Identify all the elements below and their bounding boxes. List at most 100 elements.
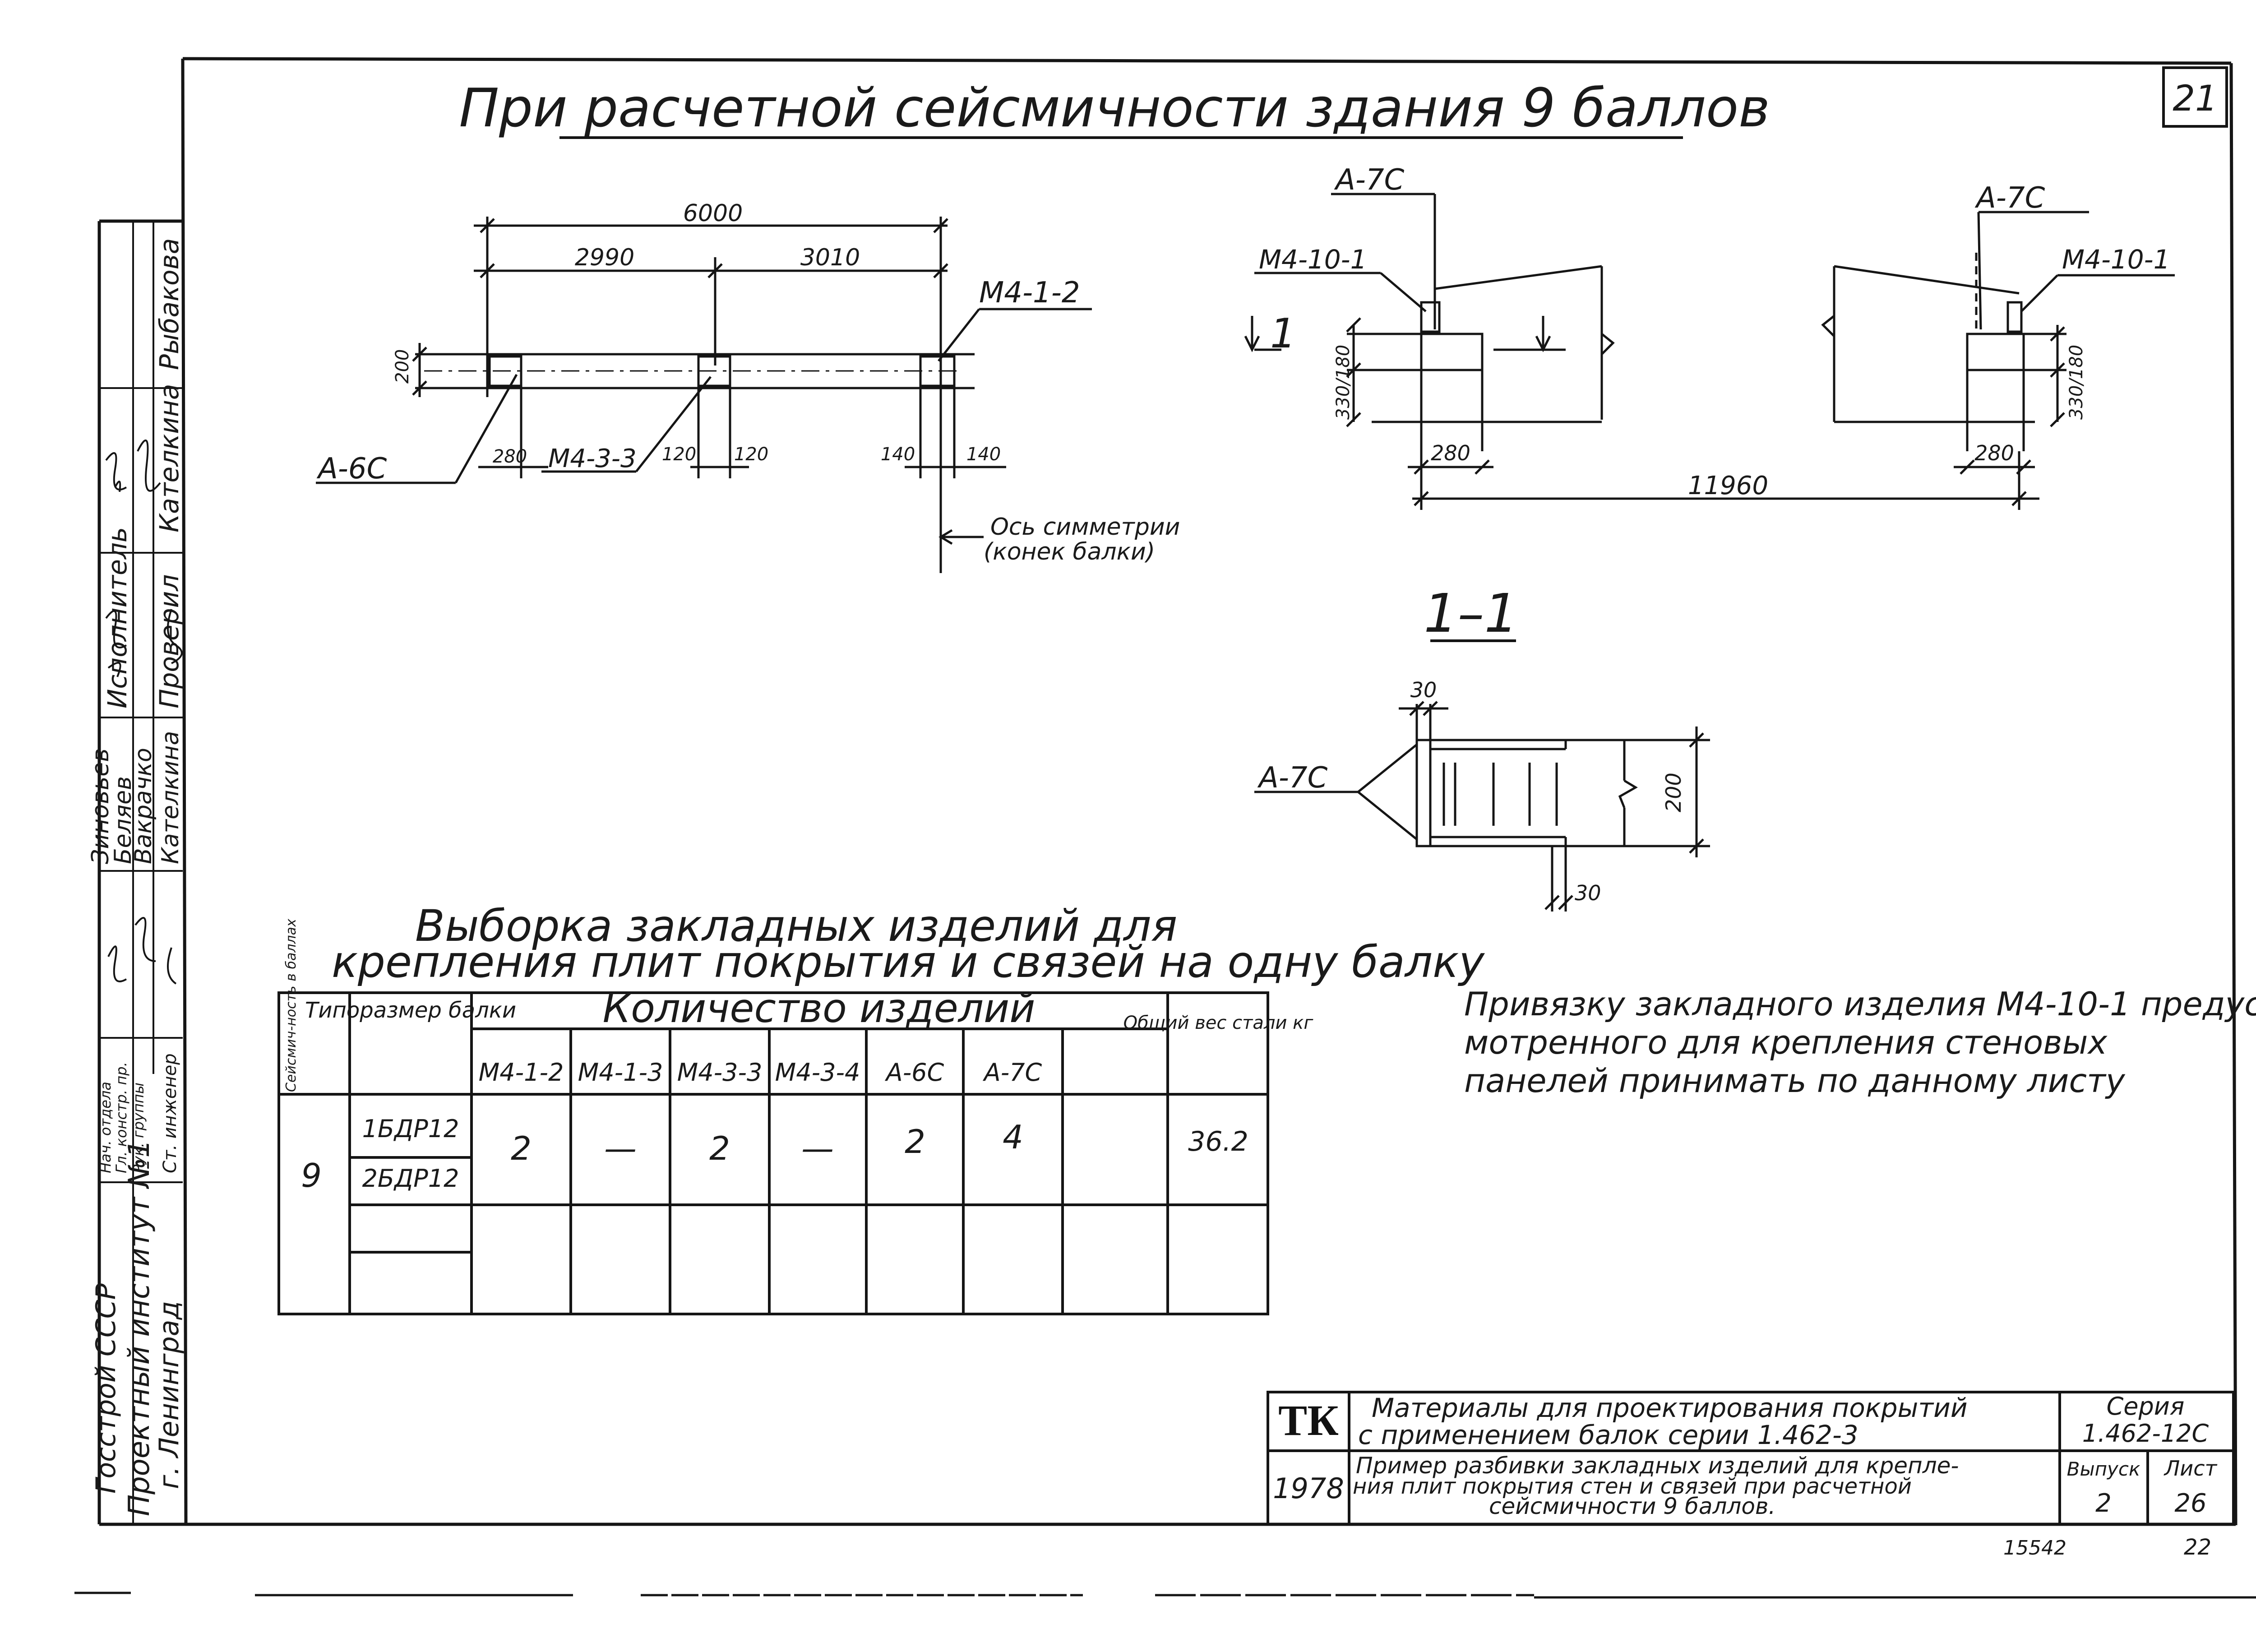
dim-span: 11960 xyxy=(1688,471,1768,500)
dim-30-bottom: 30 xyxy=(1575,881,1601,905)
cell-m4-1-2: 2 xyxy=(511,1129,532,1167)
tb-issue-value: 2 xyxy=(2095,1489,2112,1518)
tb-issue-label: Выпуск xyxy=(2067,1458,2140,1480)
cell-m4-3-3: 2 xyxy=(709,1129,730,1167)
side-stamp: Рыбакова Кателкина Проверил Исполнитель … xyxy=(87,221,185,1524)
dim-120-b: 120 xyxy=(734,444,768,465)
cell-type-1: 1БДР12 xyxy=(362,1115,459,1143)
title-block: ТК Материалы для проектирования покрытий… xyxy=(1267,1391,2235,1526)
table-title-2: крепления плит покрытия и связей на одну… xyxy=(332,937,1485,987)
cell-m4-3-4: — xyxy=(801,1129,834,1167)
axis-label-1: Ось симметрии xyxy=(990,514,1180,541)
col-m4-1-2: М4-1-2 xyxy=(479,1058,564,1087)
sheet-number-box: 21 xyxy=(2162,66,2228,128)
cell-a-7c: 4 xyxy=(1003,1118,1023,1156)
title-text: При расчетной сейсмичности здания 9 балл… xyxy=(459,77,1770,139)
stamp-role-4: Ст. инженер xyxy=(160,1053,180,1173)
label-a-7c-left: А-7С xyxy=(1334,163,1405,197)
dim-30-top: 30 xyxy=(1410,678,1437,702)
note-line-1: Привязку закладного изделия М4-10-1 пред… xyxy=(1464,985,2256,1023)
stamp-name-2: Беляев xyxy=(110,776,137,864)
dim-total: 6000 xyxy=(683,200,743,227)
cell-a-6c: 2 xyxy=(905,1123,925,1161)
note-line-2: мотренного для крепления стеновых xyxy=(1464,1023,2108,1061)
label-m4-1-2: М4-1-2 xyxy=(979,276,1080,310)
col-a-6c: А-6С xyxy=(885,1058,944,1087)
label-a-7c-section: А-7С xyxy=(1257,761,1328,795)
col-m4-3-4: М4-3-4 xyxy=(775,1058,860,1087)
footer-code: 15542 xyxy=(2003,1536,2066,1559)
cell-weight: 36.2 xyxy=(1188,1126,1248,1157)
dim-120-a: 120 xyxy=(662,444,696,465)
col-seismic: Сейсмич-ность в баллах xyxy=(283,919,299,1092)
stamp-org-3: г. Ленинград xyxy=(153,1301,185,1489)
section-title: 1–1 xyxy=(1424,582,1518,644)
stamp-name-top-1: Рыбакова xyxy=(154,238,185,370)
footer: 15542 22 xyxy=(74,1535,2256,1599)
stamp-name-4: Кателкина xyxy=(157,731,184,864)
beam-elevation-right: А-7С М4-10-1 330/180 280 xyxy=(1821,181,2175,510)
col-a-7c: А-7С xyxy=(983,1058,1042,1087)
stamp-org-1: Госстрой СССР xyxy=(90,1283,122,1494)
stamp-name-1: Зиновьев xyxy=(87,748,114,864)
col-m4-1-3: М4-1-3 xyxy=(578,1058,663,1087)
dim-280-right: 280 xyxy=(1974,441,2014,465)
tb-year: 1978 xyxy=(1273,1472,1344,1505)
signature-2 xyxy=(105,609,183,677)
parts-table: Выборка закладных изделий для крепления … xyxy=(277,901,1485,1315)
stamp-checked: Проверил xyxy=(154,574,185,708)
note: Привязку закладного изделия М4-10-1 пред… xyxy=(1464,985,2256,1100)
tb-sheet-value: 26 xyxy=(2174,1489,2206,1518)
dim-left: 2990 xyxy=(575,244,634,271)
dim-height: 200 xyxy=(392,349,413,384)
label-m4-10-1-left: М4-10-1 xyxy=(1259,244,1367,275)
stamp-name-top-2: Кателкина xyxy=(154,384,185,532)
cell-type-2: 2БДР12 xyxy=(362,1164,459,1193)
tb-sheet-desc-2: ния плит покрытия стен и связей при расч… xyxy=(1353,1474,1912,1499)
footer-page: 22 xyxy=(2184,1535,2211,1560)
beam-plan-view: 6000 2990 3010 200 280 120 120 140 140 М… xyxy=(316,200,1180,573)
tb-desc-2: с применением балок серии 1.462-3 xyxy=(1358,1420,1858,1450)
dim-right: 3010 xyxy=(800,244,860,271)
dim-280-left: 280 xyxy=(1431,441,1470,465)
signature-3 xyxy=(107,917,177,985)
label-a-7c-right: А-7С xyxy=(1974,181,2045,215)
col-qty-group: Количество изделий xyxy=(603,985,1036,1032)
tb-desc-1: Материалы для проектирования покрытий xyxy=(1372,1393,1968,1423)
signature-1 xyxy=(105,440,161,492)
label-m4-3-3: М4-3-3 xyxy=(548,444,637,473)
cell-seismic: 9 xyxy=(301,1157,322,1194)
cell-m4-1-3: — xyxy=(604,1129,637,1167)
dim-330-180-left: 330/180 xyxy=(1333,345,1354,420)
table-title-1: Выборка закладных изделий для xyxy=(415,901,1177,951)
label-m4-10-1-right: М4-10-1 xyxy=(2062,244,2170,275)
col-weight: Общий вес стали кг xyxy=(1123,1013,1314,1033)
axis-label-2: (конек балки) xyxy=(984,538,1155,565)
tb-series-label: Серия xyxy=(2107,1392,2185,1421)
section-mark-1: 1 xyxy=(1270,310,1296,357)
col-m4-3-3: М4-3-3 xyxy=(677,1058,763,1087)
drawing-title: При расчетной сейсмичности здания 9 балл… xyxy=(459,77,1770,139)
label-a-6c: А-6С xyxy=(316,452,387,486)
stamp-org-2: Проектный институт №1 xyxy=(123,1139,156,1516)
tb-sheet-desc-1: Пример разбивки закладных изделий для кр… xyxy=(1356,1453,1959,1479)
dim-280: 280 xyxy=(493,446,527,467)
tb-sheet-label: Лист xyxy=(2164,1456,2218,1481)
stamp-role-3: Рук. группы xyxy=(130,1083,147,1173)
dim-140-b: 140 xyxy=(966,444,1001,465)
section-1-1: 1–1 xyxy=(1254,582,1710,912)
note-line-3: панелей принимать по данному листу xyxy=(1464,1062,2126,1100)
sheet-number: 21 xyxy=(2173,79,2217,119)
dim-200: 200 xyxy=(1661,773,1686,812)
stamp-name-3: Вакрачко xyxy=(130,748,157,864)
tk-logo: ТК xyxy=(1278,1396,1339,1444)
tb-series-value: 1.462-12С xyxy=(2082,1419,2209,1448)
stamp-role-2: Гл. констр. пр. xyxy=(113,1062,130,1173)
beam-elevation-left: А-7С М4-10-1 1 330/180 280 11960 xyxy=(1244,163,2039,510)
stamp-role-1: Нач. отдела xyxy=(97,1082,114,1173)
dim-330-180-right: 330/180 xyxy=(2066,345,2087,420)
col-type: Типоразмер балки xyxy=(305,998,516,1023)
dim-140-a: 140 xyxy=(881,444,915,465)
